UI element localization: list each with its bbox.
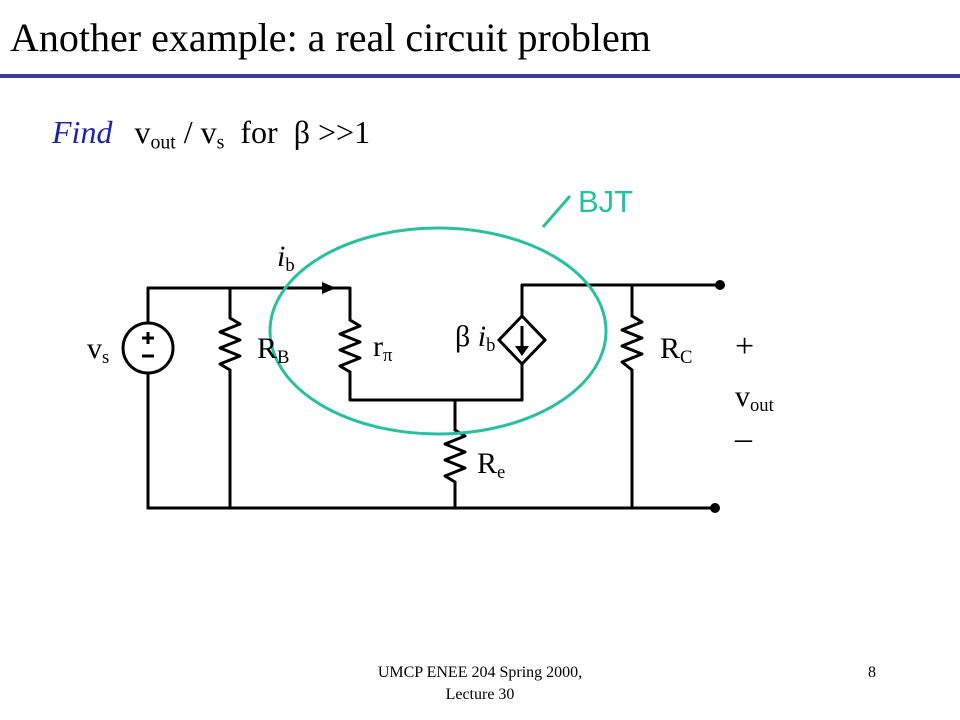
vout-main: v: [735, 380, 750, 413]
bjt-pointer-line: [541, 195, 572, 228]
dep-sub: b: [486, 335, 496, 357]
ib-arrow-icon: [322, 282, 336, 294]
vs-sub: s: [102, 347, 110, 369]
rpi-main: r: [373, 330, 383, 363]
re-label: Re: [477, 447, 506, 484]
dependent-source-label: β ib: [455, 320, 496, 357]
slide-title: Another example: a real circuit problem: [10, 15, 651, 60]
vout-sub: out: [750, 395, 774, 417]
vs-label: vs: [87, 332, 110, 369]
rpi-resistor: [338, 318, 362, 374]
beta-condition: for β >>1: [224, 114, 371, 150]
voltage-source-icon: [121, 321, 175, 375]
find-keyword: Find: [52, 114, 113, 150]
footer-line-1: UMCP ENEE 204 Spring 2000,: [377, 664, 583, 681]
rc-resistor: [620, 314, 644, 372]
vs-main: v: [87, 332, 102, 365]
ib-label: ib: [277, 240, 295, 277]
bjt-ellipse: [268, 226, 608, 436]
rb-label: RB: [257, 332, 290, 369]
rpi-bottom-wire: [348, 370, 524, 402]
re-resistor: [443, 428, 467, 484]
rb-resistor: [218, 316, 242, 372]
top-wire-left: [146, 286, 352, 322]
rc-label: RC: [660, 332, 693, 369]
vout-plus: +: [735, 328, 755, 365]
output-terminal-top: [715, 280, 725, 290]
vout-subscript: out: [150, 131, 176, 154]
vout-label: vout: [735, 380, 774, 417]
re-main: R: [477, 447, 498, 480]
vout-symbol: v: [134, 114, 151, 150]
rc-sub: C: [680, 347, 693, 369]
rb-main: R: [257, 332, 278, 365]
rpi-label: rπ: [373, 330, 393, 367]
page-number: 8: [868, 664, 876, 681]
re-sub: e: [497, 462, 506, 484]
bjt-label: BJT: [578, 184, 634, 219]
footer-line-2: Lecture 30: [445, 686, 515, 703]
title-rule: [0, 74, 960, 78]
vout-minus: –: [735, 420, 752, 457]
dep-i: i: [477, 320, 487, 353]
rc-main: R: [660, 332, 681, 365]
dependent-current-source-icon: [496, 313, 548, 367]
vs-subscript: s: [216, 131, 225, 154]
ib-subscript: b: [285, 255, 295, 277]
vs-symbol: / v: [175, 114, 217, 150]
output-terminal-bottom: [710, 503, 720, 513]
rpi-sub: π: [383, 345, 393, 367]
ib-italic: i: [277, 240, 286, 273]
footer-text: UMCP ENEE 204 Spring 2000, Lecture 30: [300, 662, 660, 706]
beta-symbol: β: [455, 320, 478, 353]
rb-sub: B: [277, 347, 290, 369]
